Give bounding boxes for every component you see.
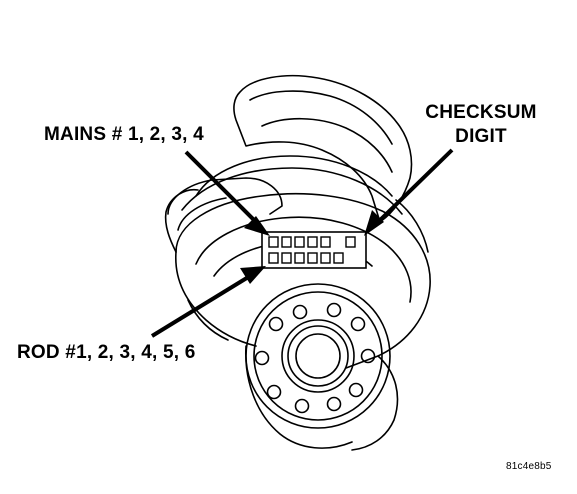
checksum-label: CHECKSUM DIGIT <box>406 101 556 149</box>
checksum-label-line2: DIGIT <box>455 126 507 147</box>
front-counterweight-left <box>175 251 257 347</box>
bolt-hole <box>268 316 284 332</box>
code-bottom-row <box>268 252 344 264</box>
code-box <box>307 236 318 248</box>
code-box <box>281 252 292 264</box>
snout-outer <box>281 319 355 393</box>
bolt-hole <box>348 382 364 398</box>
checksum-label-line1: CHECKSUM <box>425 102 537 123</box>
code-box <box>281 236 292 248</box>
bolt-hole <box>350 316 366 332</box>
flange-rim <box>253 291 383 421</box>
bolt-hole <box>266 384 282 400</box>
bolt-hole <box>292 304 308 320</box>
upper-counterweight <box>233 74 413 223</box>
upper-counterweight-inner <box>261 117 393 173</box>
code-top-row <box>268 236 356 248</box>
front-counterweight-rim <box>195 216 412 303</box>
code-box <box>294 252 305 264</box>
checksum-leader-line <box>372 148 454 228</box>
crankpin <box>167 177 283 215</box>
bolt-hole <box>254 350 270 366</box>
checksum-arrowhead <box>364 210 384 236</box>
lower-body <box>245 345 353 449</box>
id-code-block <box>261 231 367 269</box>
code-box <box>320 236 331 248</box>
code-box <box>294 236 305 248</box>
rod-label: ROD #1, 2, 3, 4, 5, 6 <box>17 342 196 363</box>
mains-arrowhead <box>244 216 270 236</box>
left-wing <box>164 188 199 253</box>
image-id-label: 81c4e8b5 <box>506 461 552 472</box>
snout-inner <box>287 325 349 387</box>
checksum-box <box>345 236 356 248</box>
main-journal-band <box>181 167 403 215</box>
left-wing-lower <box>187 299 229 341</box>
bolt-holes <box>254 302 376 414</box>
bolt-hole <box>326 396 342 412</box>
lower-body-edge <box>351 355 399 451</box>
mains-label: MAINS # 1, 2, 3, 4 <box>44 124 204 145</box>
bolt-hole <box>360 348 376 364</box>
code-box <box>307 252 318 264</box>
mains-leader-line <box>184 150 264 230</box>
main-journal-upper <box>195 155 393 197</box>
rod-arrowhead <box>240 266 266 284</box>
snout-bore <box>295 333 341 379</box>
code-box <box>268 252 279 264</box>
code-box <box>320 252 331 264</box>
rod-leader-line <box>150 274 252 338</box>
code-box <box>333 252 344 264</box>
crankpin-edge <box>177 197 227 231</box>
front-counterweight <box>175 192 431 369</box>
bolt-hole <box>326 302 342 318</box>
rear-lobe <box>395 199 429 253</box>
code-box <box>268 236 279 248</box>
bolt-hole <box>294 398 310 414</box>
upper-counterweight-edge <box>249 90 393 145</box>
